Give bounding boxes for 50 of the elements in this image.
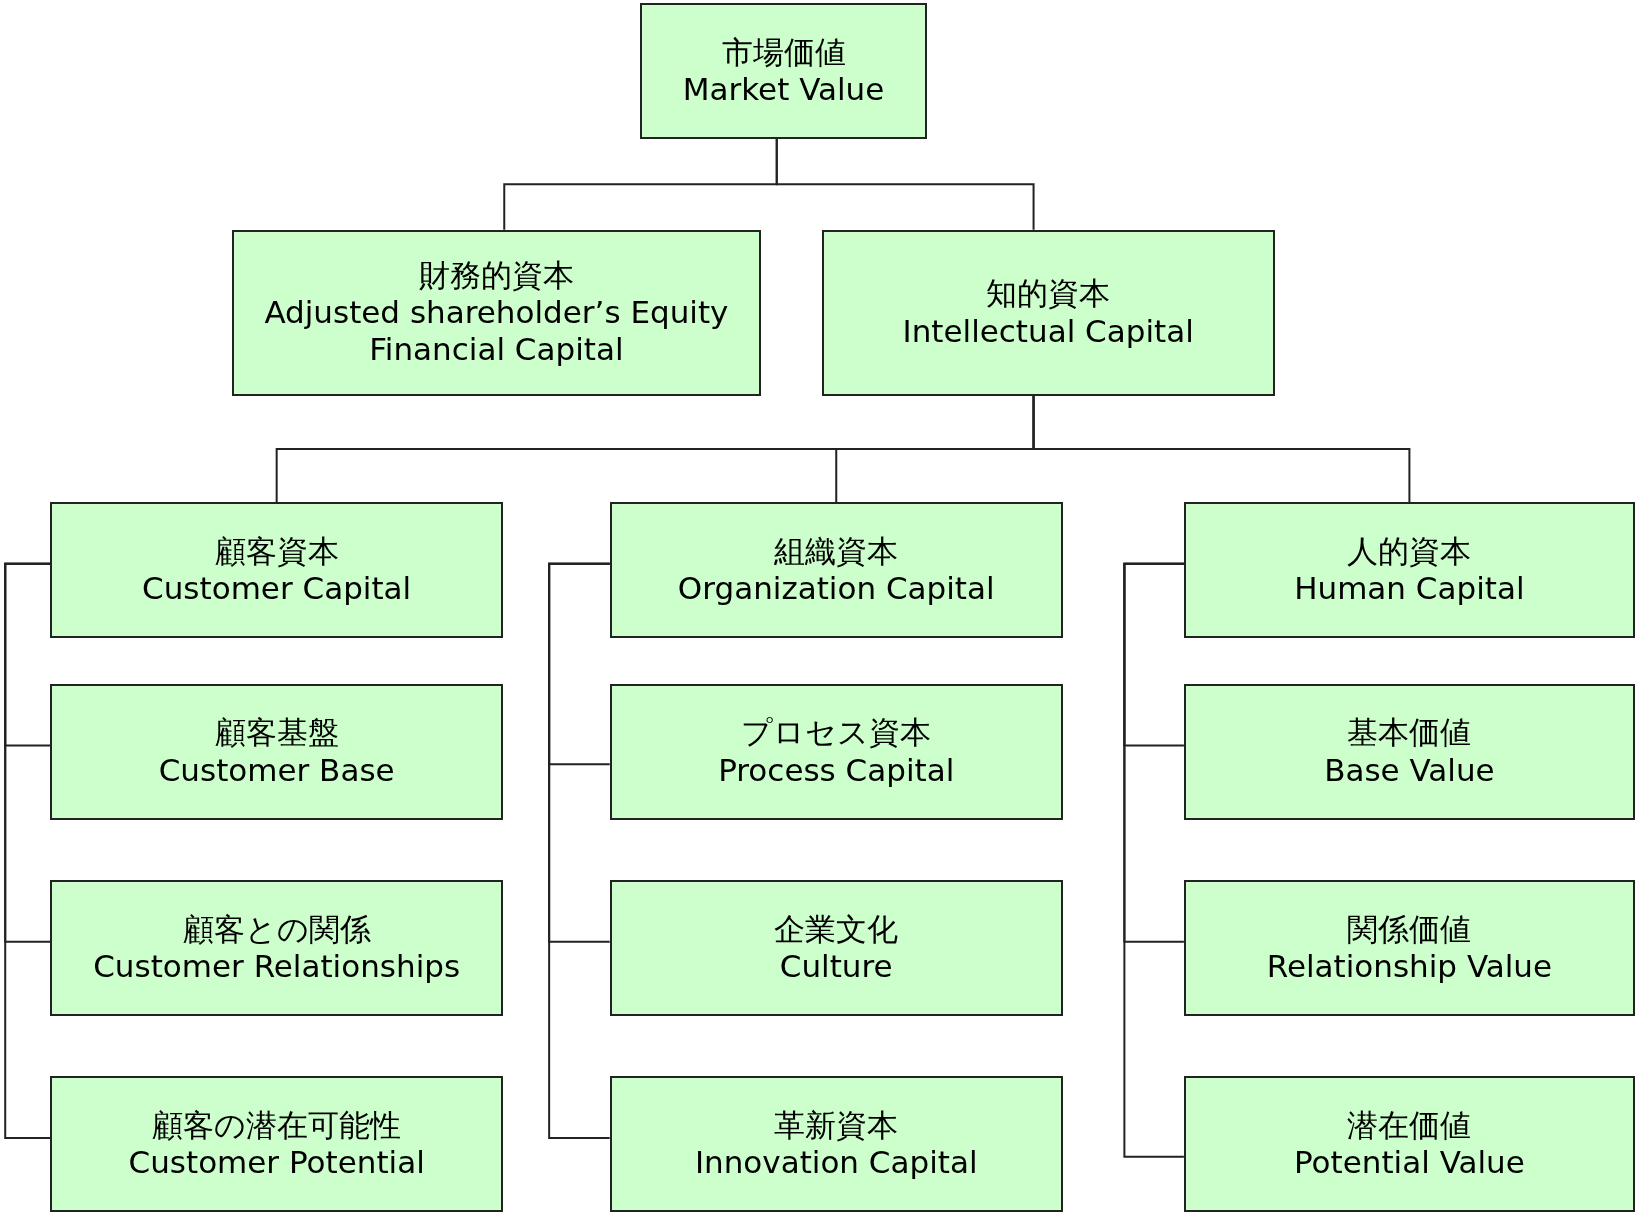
box-subheading: Process Capital	[718, 751, 955, 789]
connector-line	[775, 137, 1035, 231]
connector-line	[1123, 562, 1185, 1158]
category-box	[50, 502, 504, 638]
box-heading: 顧客基盤	[214, 714, 339, 752]
box-heading: 財務的資本	[418, 256, 574, 295]
connector-line	[1032, 394, 1411, 504]
box-subheading: Base Value	[1324, 751, 1495, 789]
box-heading: 基本価値	[1347, 714, 1472, 752]
box-heading: 顧客資本	[214, 532, 339, 570]
connector-line	[4, 562, 52, 1139]
box-subheading: Customer Potential	[128, 1144, 425, 1182]
category-box	[1183, 683, 1635, 820]
category-box	[231, 229, 762, 396]
box-subheading: Customer Relationships	[93, 947, 461, 986]
box-subheading: Potential Value	[1294, 1144, 1525, 1182]
box-heading: 人的資本	[1347, 532, 1472, 570]
box-subheading: Organization Capital	[677, 570, 995, 608]
category-box	[821, 229, 1275, 396]
box-heading: 知的資本	[986, 275, 1111, 313]
category-box	[609, 1076, 1063, 1213]
category-box	[1183, 1076, 1635, 1213]
box-subheading: Relationship Value	[1266, 947, 1553, 986]
category-box	[1183, 502, 1635, 638]
box-subheading: Market Value	[682, 71, 885, 109]
box-subheading: Adjusted shareholder’s Equity Financial Capital	[263, 294, 730, 369]
box-heading: 革新資本	[774, 1107, 899, 1145]
box-subheading: Human Capital	[1294, 570, 1525, 608]
box-subheading: Innovation Capital	[694, 1144, 978, 1182]
category-box	[639, 3, 928, 139]
category-box	[50, 880, 504, 1016]
box-subheading: Customer Base	[158, 751, 395, 789]
box-heading: プロセス資本	[741, 714, 932, 752]
category-box	[50, 1076, 504, 1213]
box-heading: 関係価値	[1347, 910, 1472, 948]
category-box	[50, 683, 504, 820]
box-subheading: Customer Capital	[142, 570, 412, 608]
box-heading: 組織資本	[774, 532, 899, 570]
box-heading: 顧客との関係	[182, 910, 371, 948]
category-box	[609, 502, 1063, 638]
box-heading: 潜在価値	[1347, 1107, 1472, 1145]
box-heading: 顧客の潜在可能性	[152, 1107, 402, 1145]
category-box	[1183, 880, 1635, 1016]
connector-line	[548, 562, 611, 1139]
box-subheading: Intellectual Capital	[902, 312, 1194, 350]
box-heading: 企業文化	[774, 910, 899, 948]
category-box	[609, 683, 1063, 820]
category-box	[609, 880, 1063, 1016]
box-subheading: Culture	[779, 947, 893, 986]
box-heading: 市場価値	[721, 33, 846, 71]
